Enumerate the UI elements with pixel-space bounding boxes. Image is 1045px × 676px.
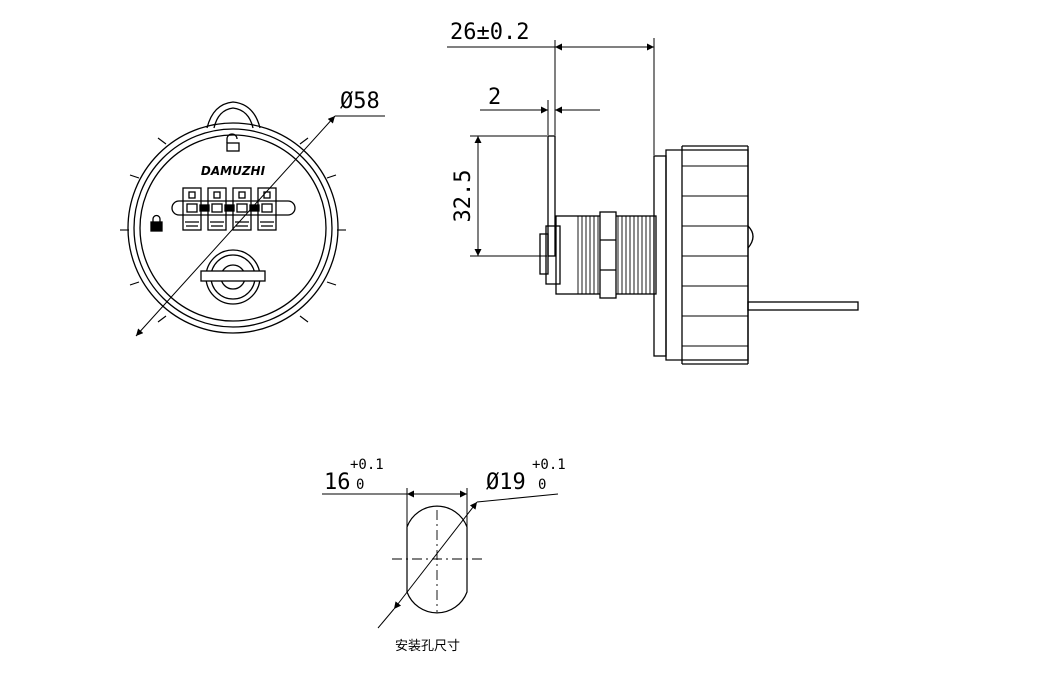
front-diameter-dim: Ø58 <box>340 89 380 114</box>
combination-dials <box>182 187 277 231</box>
overall-length-dim: 26±0.2 <box>450 20 529 45</box>
side-view <box>539 135 859 365</box>
hole-width-upper-tol: +0.1 <box>350 457 384 473</box>
thread-lines <box>577 216 651 294</box>
hole-diameter-nominal: Ø19 <box>486 470 526 495</box>
mounting-hole <box>322 488 559 629</box>
cam-plate <box>547 135 556 257</box>
key-cylinder <box>200 249 266 305</box>
mounting-hole-caption: 安装孔尺寸 <box>395 639 460 654</box>
hole-diameter-lower-tol: 0 <box>538 477 546 493</box>
dial-3 <box>232 187 252 231</box>
unlock-icon <box>226 133 240 152</box>
lock-icon <box>150 214 163 232</box>
cam-thickness-dim: 2 <box>488 85 501 110</box>
hole-diameter-upper-tol: +0.1 <box>532 457 566 473</box>
hole-width-nominal: 16 <box>324 470 351 495</box>
brand-text: DAMUZHI <box>201 164 266 178</box>
knob-ribs <box>682 165 748 347</box>
bolt-lever <box>747 301 859 311</box>
dial-1 <box>182 187 202 231</box>
dial-4 <box>257 187 277 231</box>
cam-height-dim: 32.5 <box>451 170 476 223</box>
dial-2 <box>207 187 227 231</box>
hole-width-lower-tol: 0 <box>356 477 364 493</box>
front-view <box>120 101 385 337</box>
side-dimensions <box>447 38 655 257</box>
